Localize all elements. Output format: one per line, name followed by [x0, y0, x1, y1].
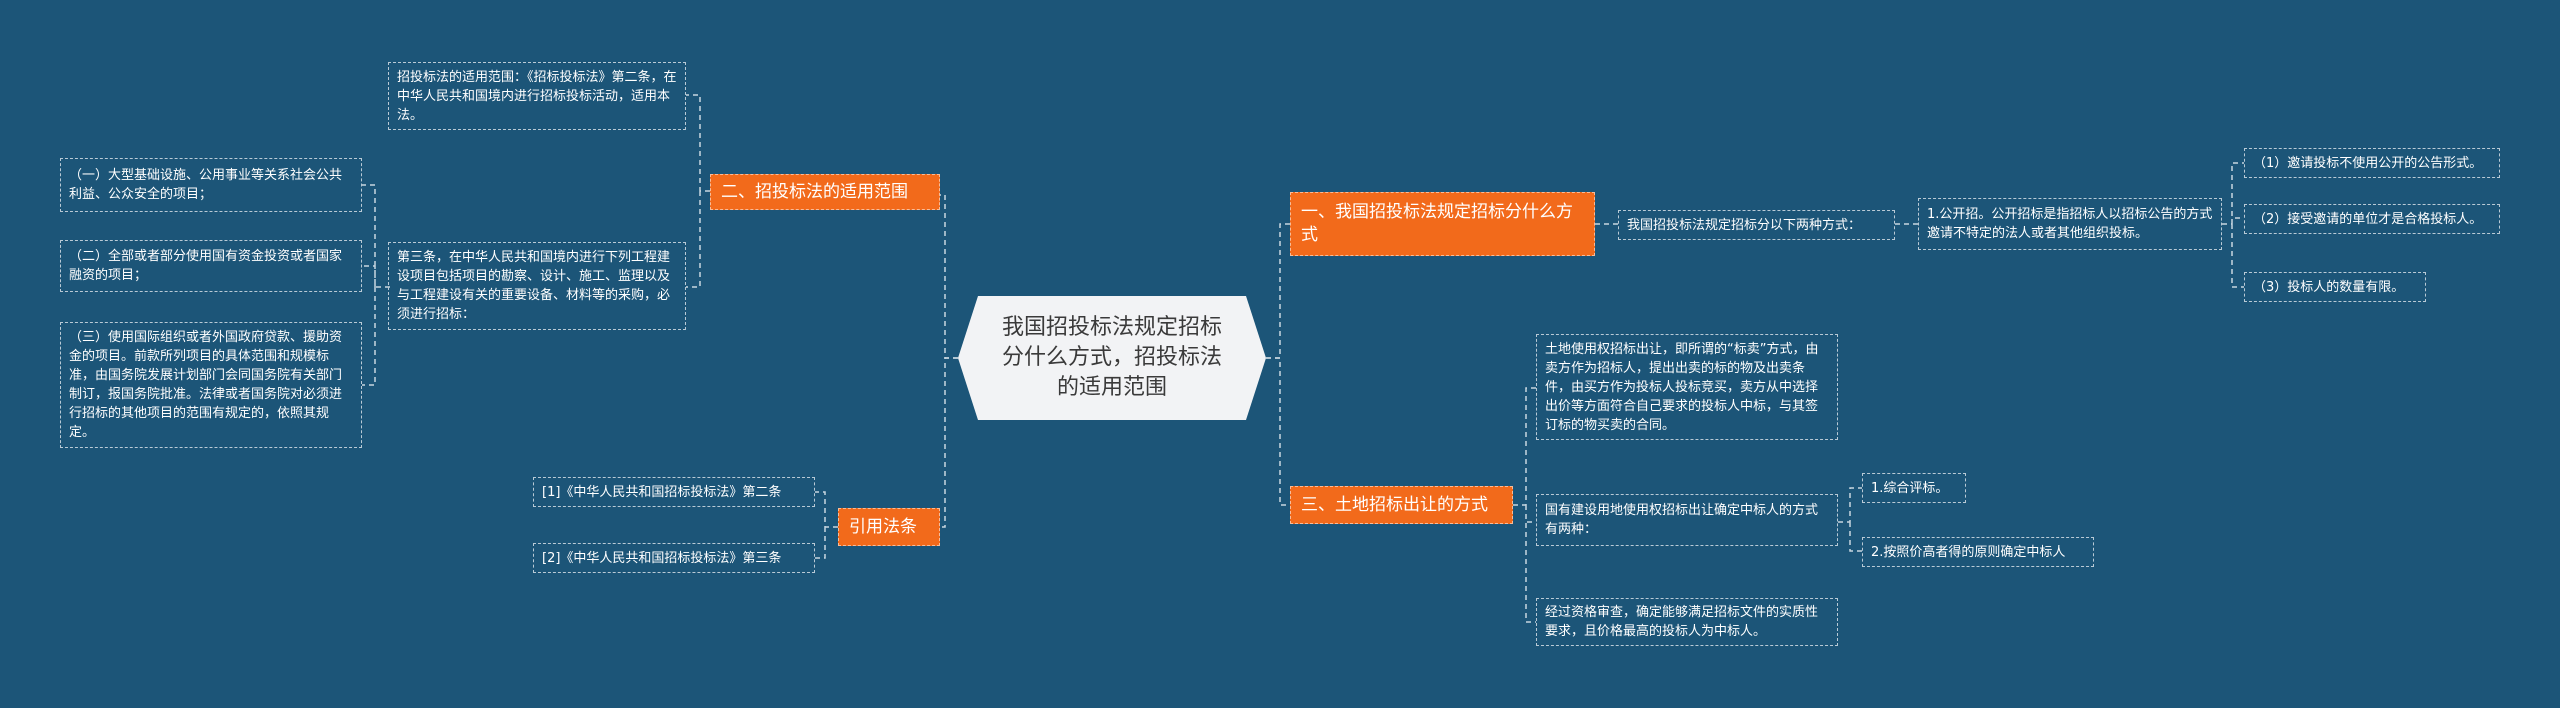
scope-item-2[interactable]: 第三条，在中华人民共和国境内进行下列工程建设项目包括项目的勘察、设计、施工、监理…	[388, 242, 686, 330]
branch-refs[interactable]: 引用法条	[838, 508, 940, 546]
scope-subitem-2[interactable]: （二）全部或者部分使用国有资金投资或者国家融资的项目；	[60, 240, 362, 292]
scope-subitem-1-text: （一）大型基础设施、公用事业等关系社会公共利益、公众安全的项目；	[69, 168, 343, 202]
ref-item-1-text: [1]《中华人民共和国招标投标法》第二条	[542, 484, 782, 500]
center-topic-label: 我国招投标法规定招标分什么方式，招投标法的适用范围	[1001, 315, 1222, 400]
methods-point-2[interactable]: （2）接受邀请的单位才是合格投标人。	[2244, 204, 2500, 234]
link-grandchild-points	[2222, 162, 2244, 288]
land-item-3-text: 经过资格审查，确定能够满足招标文件的实质性要求，且价格最高的投标人为中标人。	[1545, 605, 1819, 639]
scope-subitem-2-text: （二）全部或者部分使用国有资金投资或者国家融资的项目；	[69, 249, 343, 283]
methods-child[interactable]: 我国招投标法规定招标分以下两种方式：	[1618, 210, 1895, 240]
link-center-scope	[940, 194, 958, 359]
methods-point-1[interactable]: （1）邀请投标不使用公开的公告形式。	[2244, 148, 2500, 178]
branch-refs-label: 引用法条	[849, 516, 917, 537]
land-item-3[interactable]: 经过资格审查，确定能够满足招标文件的实质性要求，且价格最高的投标人为中标人。	[1536, 598, 1838, 646]
ref-item-2-text: [2]《中华人民共和国招标投标法》第三条	[542, 550, 782, 566]
land-subitem-2[interactable]: 2.按照价高者得的原则确定中标人	[1862, 537, 2094, 567]
branch-land-label: 三、土地招标出让的方式	[1301, 494, 1488, 515]
ref-item-1[interactable]: [1]《中华人民共和国招标投标法》第二条	[533, 477, 815, 507]
scope-item-1[interactable]: 招投标法的适用范围：《招标投标法》第二条，在中华人民共和国境内进行招标投标活动，…	[388, 62, 686, 130]
land-item-2-text: 国有建设用地使用权招标出让确定中标人的方式有两种：	[1545, 503, 1819, 537]
land-subitem-1[interactable]: 1.综合评标。	[1862, 473, 1966, 503]
scope-subitem-3-text: （三）使用国际组织或者外国政府贷款、援助资金的项目。前款所列项目的具体范围和规模…	[69, 330, 343, 440]
branch-scope-label: 二、招投标法的适用范围	[721, 181, 908, 202]
methods-point-3-text: （3）投标人的数量有限。	[2253, 279, 2405, 295]
methods-point-1-text: （1）邀请投标不使用公开的公告形式。	[2253, 155, 2483, 171]
ref-item-2[interactable]: [2]《中华人民共和国招标投标法》第三条	[533, 543, 815, 573]
link-center-land	[1266, 357, 1290, 506]
land-subitem-2-text: 2.按照价高者得的原则确定中标人	[1871, 544, 2066, 560]
link-landitem2-subs	[1838, 487, 1862, 552]
branch-methods[interactable]: 一、我国招投标法规定招标分什么方式	[1290, 192, 1595, 256]
branch-methods-label: 一、我国招投标法规定招标分什么方式	[1301, 202, 1573, 245]
scope-subitem-3[interactable]: （三）使用国际组织或者外国政府贷款、援助资金的项目。前款所列项目的具体范围和规模…	[60, 322, 362, 448]
link-land-items	[1513, 387, 1536, 623]
methods-grandchild[interactable]: 1.公开招。公开招标是指招标人以招标公告的方式邀请不特定的法人或者其他组织投标。	[1918, 198, 2222, 250]
methods-point-2-text: （2）接受邀请的单位才是合格投标人。	[2253, 211, 2483, 227]
land-item-2[interactable]: 国有建设用地使用权招标出让确定中标人的方式有两种：	[1536, 494, 1838, 546]
link-item2-subs	[362, 184, 390, 386]
methods-point-3[interactable]: （3）投标人的数量有限。	[2244, 272, 2426, 302]
land-item-1[interactable]: 土地使用权招标出让，即所谓的“标卖”方式，由卖方作为招标人，提出出卖的标的物及出…	[1536, 334, 1838, 440]
methods-child-text: 我国招投标法规定招标分以下两种方式：	[1627, 217, 1862, 233]
center-topic: 我国招投标法规定招标分什么方式，招投标法的适用范围	[958, 296, 1266, 420]
link-center-methods	[1266, 223, 1290, 359]
scope-subitem-1[interactable]: （一）大型基础设施、公用事业等关系社会公共利益、公众安全的项目；	[60, 158, 362, 212]
link-refs-items	[815, 491, 838, 559]
branch-land[interactable]: 三、土地招标出让的方式	[1290, 486, 1513, 524]
scope-item-2-text: 第三条，在中华人民共和国境内进行下列工程建设项目包括项目的勘察、设计、施工、监理…	[397, 250, 671, 322]
scope-item-1-text: 招投标法的适用范围：《招标投标法》第二条，在中华人民共和国境内进行招标投标活动，…	[397, 69, 677, 123]
branch-scope[interactable]: 二、招投标法的适用范围	[710, 174, 940, 210]
methods-grandchild-text: 1.公开招。公开招标是指招标人以招标公告的方式邀请不特定的法人或者其他组织投标。	[1927, 207, 2213, 241]
link-scope-items	[686, 94, 710, 288]
link-center-refs	[940, 357, 958, 528]
land-item-1-text: 土地使用权招标出让，即所谓的“标卖”方式，由卖方作为招标人，提出出卖的标的物及出…	[1545, 341, 1819, 433]
land-subitem-1-text: 1.综合评标。	[1871, 480, 1949, 496]
